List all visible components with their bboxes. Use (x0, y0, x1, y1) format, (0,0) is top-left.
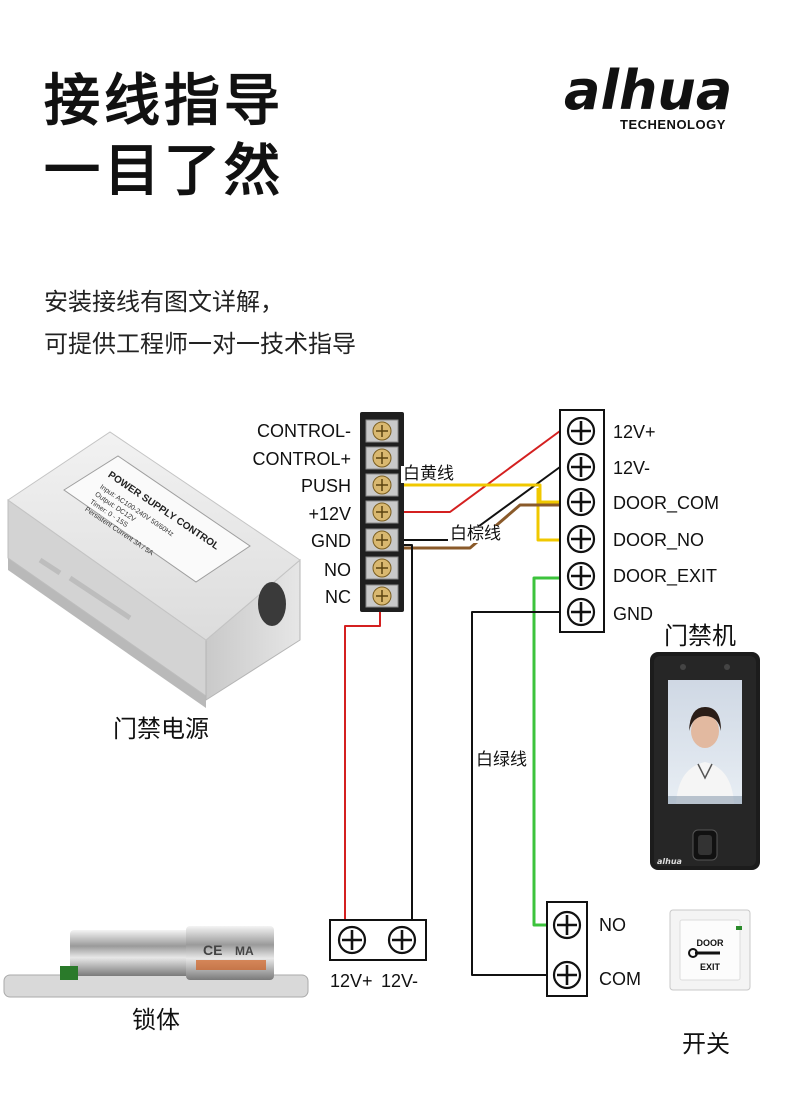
ctrl-term-12v-plus: 12V+ (613, 422, 656, 442)
switch-caption: 开关 (682, 1030, 730, 1058)
wire-red-lock (344, 600, 381, 922)
ctrl-screw-1 (566, 452, 596, 482)
power-supply-box: POWER SUPPLY CONTROL Input: AC100-240V 5… (7, 431, 301, 708)
lock-screw-0 (337, 925, 367, 955)
wire-green-exit (532, 576, 560, 927)
headline-line-1: 接线指导 (44, 69, 284, 134)
switch-terminal-block (546, 901, 588, 997)
lock-term-12v-plus: 12V+ (330, 971, 373, 991)
ctrl-term-gnd: GND (613, 604, 653, 624)
lock-ma-mark: MA (235, 944, 254, 958)
ctrl-term-door-no: DOOR_NO (613, 530, 705, 550)
ps-term-control-plus: CONTROL+ (252, 449, 351, 469)
ps-screw-3 (365, 500, 399, 524)
subtitle-line-1: 安装接线有图文详解， (44, 288, 284, 316)
ps-screw-5 (365, 556, 399, 580)
wire-black-com (471, 611, 560, 976)
power-terminal-strip (360, 412, 404, 612)
ps-term-push: PUSH (300, 476, 351, 496)
ps-screw-0 (365, 419, 399, 443)
access-controller-device (650, 652, 760, 870)
lock-body (3, 926, 309, 998)
controller-caption: 门禁机 (664, 622, 736, 650)
logo-word: alhua (564, 59, 733, 122)
ps-screw-6 (365, 584, 399, 608)
switch-term-com: COM (599, 969, 641, 989)
controller-brand: alhua (657, 857, 682, 866)
ps-term-no: NO (324, 560, 351, 580)
ctrl-screw-3 (566, 524, 596, 554)
wire-red-12v-plus (400, 430, 561, 513)
switch-face-top: DOOR (697, 938, 725, 948)
ps-screw-4 (365, 528, 399, 552)
lock-ce-mark: CE (203, 942, 222, 958)
ctrl-term-door-com: DOOR_COM (613, 493, 720, 513)
ctrl-screw-0 (566, 416, 596, 446)
wire-label-white-yellow: 白黄线 (401, 464, 456, 484)
ctrl-term-12v-minus: 12V- (613, 458, 651, 478)
ctrl-screw-2 (566, 487, 596, 517)
lock-terminal-block (329, 919, 427, 961)
wire-label-white-brown: 白棕线 (448, 524, 503, 544)
lock-term-12v-minus: 12V- (381, 971, 419, 991)
ctrl-term-door-exit: DOOR_EXIT (613, 566, 718, 586)
ctrl-screw-4 (566, 561, 596, 591)
headline-line-2: 一目了然 (44, 139, 284, 204)
ps-term-12v: +12V (308, 504, 351, 524)
ps-screw-1 (365, 446, 399, 470)
switch-face-bottom: EXIT (700, 962, 721, 972)
wire-white-yellow (400, 483, 560, 504)
lock-screw-1 (387, 925, 417, 955)
ps-screw-2 (365, 473, 399, 497)
ctrl-screw-5 (566, 597, 596, 627)
power-supply-caption: 门禁电源 (113, 715, 209, 743)
switch-term-no: NO (599, 915, 626, 935)
controller-terminal-block (559, 409, 605, 633)
switch-screw-0 (552, 910, 582, 940)
wire-label-white-green: 白绿线 (474, 750, 529, 770)
logo-tagline: TECHENOLOGY (620, 117, 726, 132)
exit-switch (669, 909, 751, 991)
lock-caption: 锁体 (132, 1006, 180, 1034)
switch-screw-1 (552, 960, 582, 990)
subtitle-line-2: 可提供工程师一对一技术指导 (44, 330, 356, 358)
ps-term-nc: NC (325, 587, 351, 607)
ps-term-control-minus: CONTROL- (257, 421, 351, 441)
brand-logo: alhua TECHENOLOGY (564, 64, 774, 134)
ps-term-gnd: GND (311, 531, 351, 551)
